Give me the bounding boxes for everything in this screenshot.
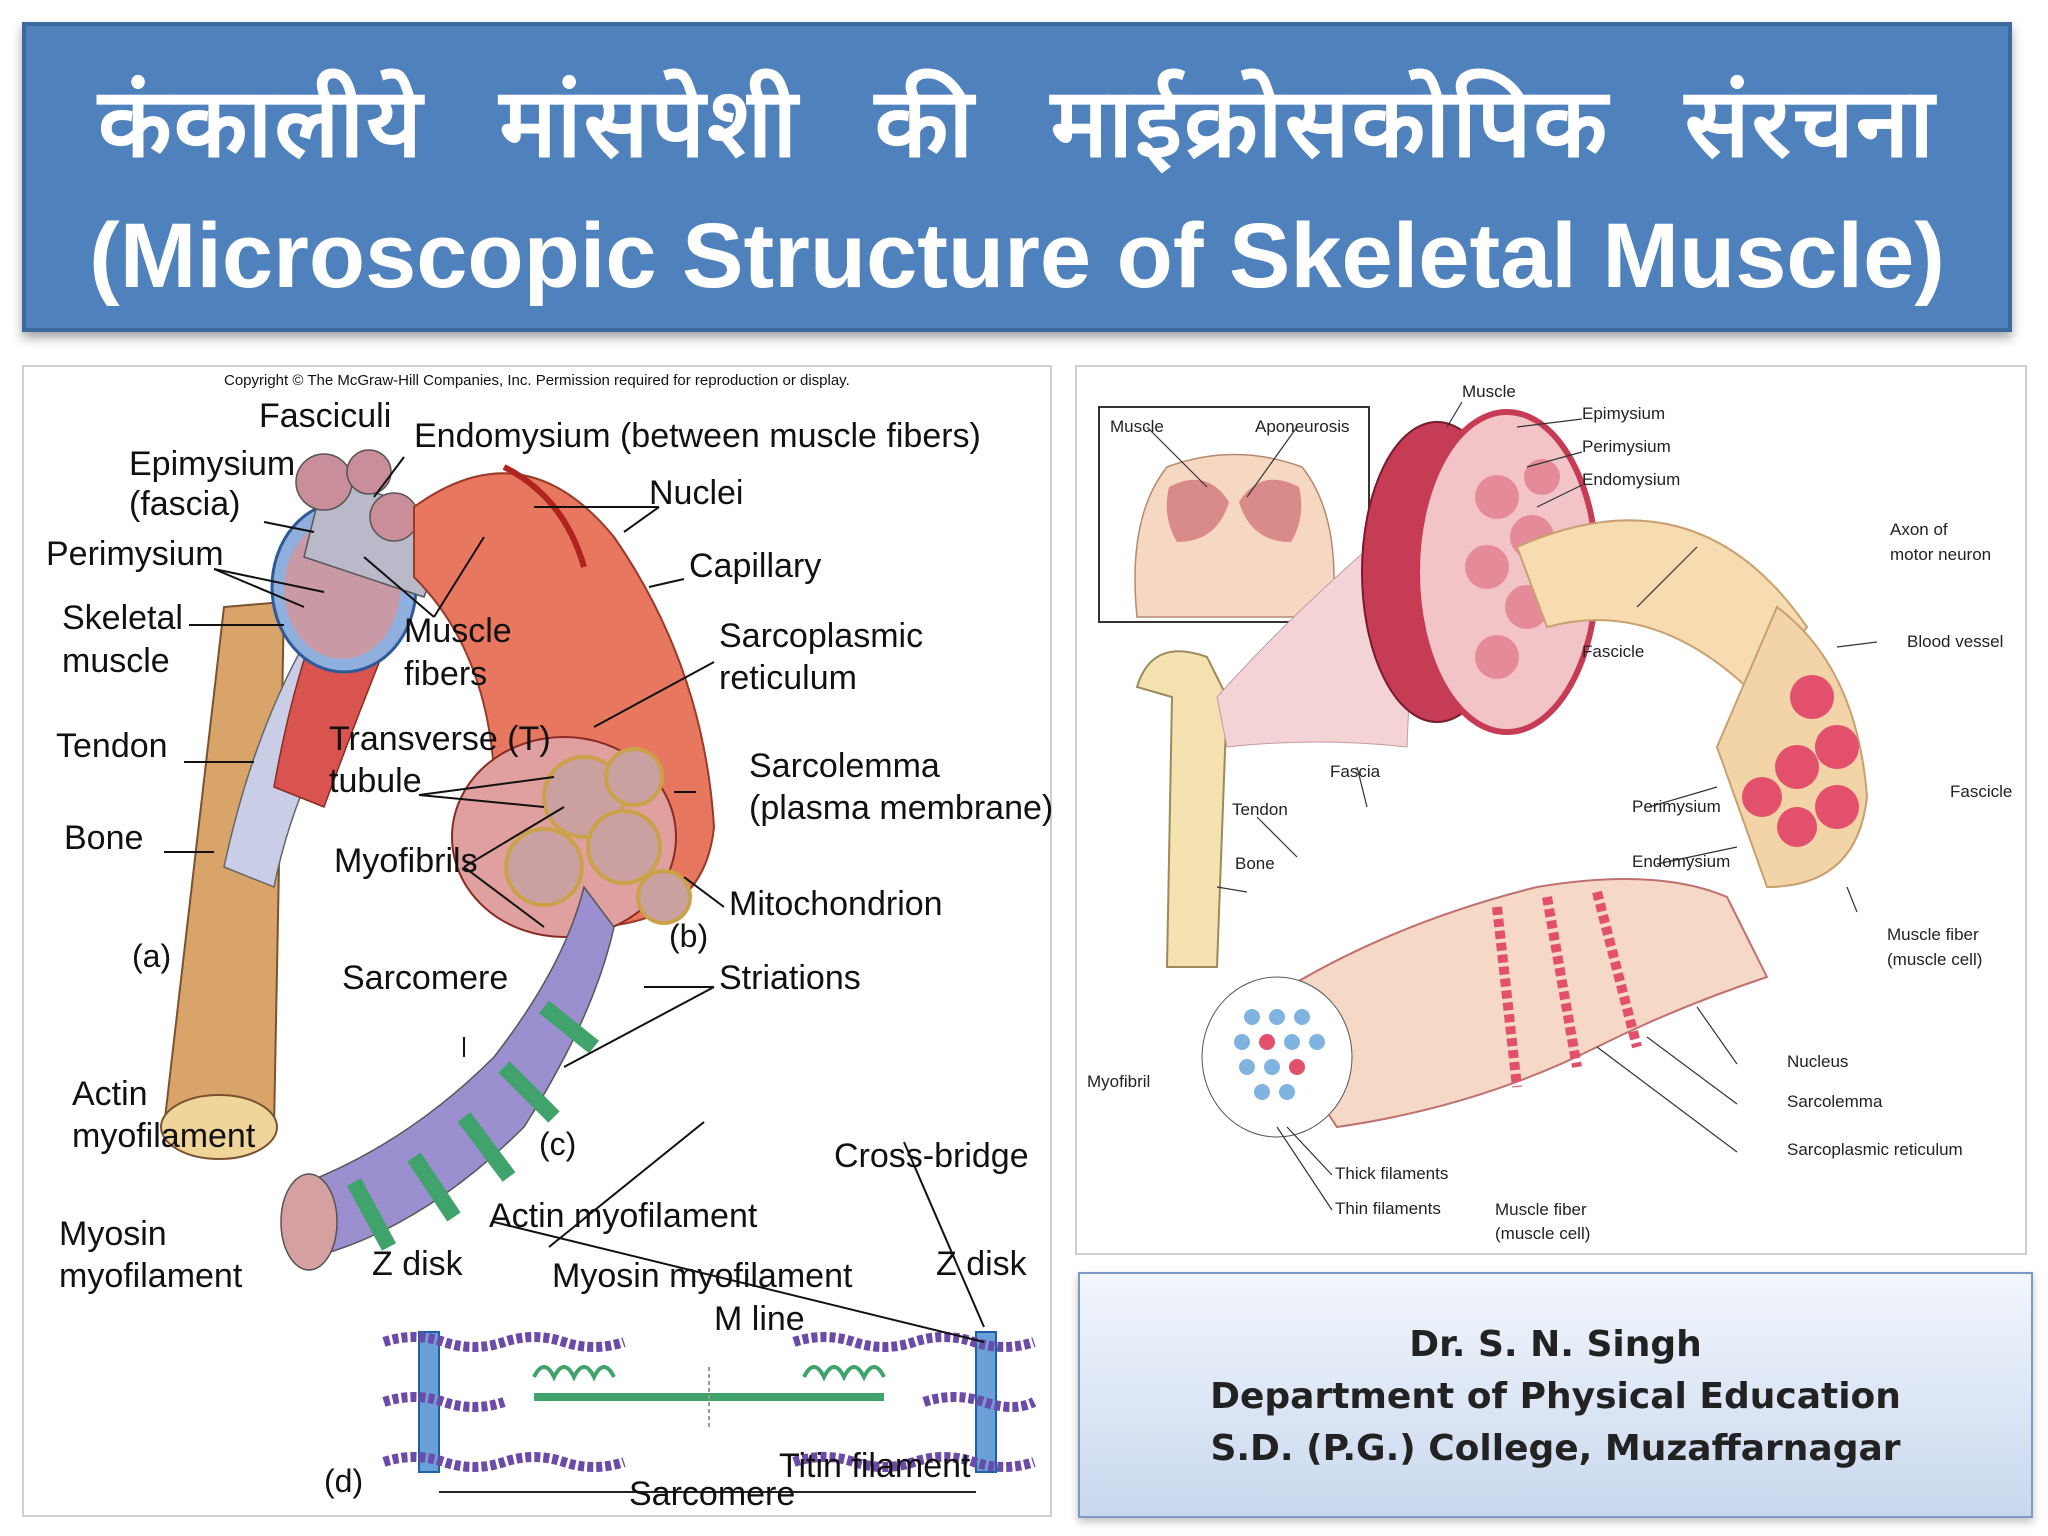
label-thick-filaments: Thick filaments: [1335, 1164, 1448, 1183]
label-fasciculi: Fasciculi: [259, 397, 391, 435]
muscle-cross-section: [1361, 409, 1600, 735]
label-b: (b): [669, 918, 708, 954]
label-myofibrils: Myofibrils: [334, 842, 478, 880]
label-nucleus: Nucleus: [1787, 1052, 1848, 1071]
muscle-fiber-illustration: [1201, 878, 1769, 1138]
myofibril-illustration: [280, 885, 615, 1271]
sarcomere-illustration: [382, 1331, 1037, 1493]
label-leader-lines: [164, 456, 985, 1343]
title-banner: कंकालीये मांसपेशी की माईक्रोसकोपिक संरचन…: [22, 22, 2012, 332]
label-myosin-myofilament: myofilament: [59, 1257, 243, 1295]
label-muscle: muscle: [62, 642, 170, 680]
label-tubule: tubule: [329, 762, 422, 800]
label-perimysium: Perimysium: [46, 535, 224, 573]
muscle-organization-diagram: Muscle Aponeurosis Muscle Epimysium Peri…: [1087, 382, 2012, 1243]
label-a: (a): [132, 938, 171, 974]
label-muscle: Muscle: [1462, 382, 1516, 401]
torso-inset: [1098, 406, 1370, 623]
author-name: Dr. S. N. Singh: [1409, 1324, 1702, 1365]
right-diagram-panel: Muscle Aponeurosis Muscle Epimysium Peri…: [1075, 365, 2027, 1255]
label-sarcolemma: Sarcolemma: [749, 747, 940, 785]
label-muscle-cell-bottom: (muscle cell): [1495, 1224, 1590, 1243]
label-sarcomere: Sarcomere: [342, 959, 508, 997]
label-c: (c): [539, 1126, 576, 1162]
label-tendon: Tendon: [56, 727, 168, 765]
label-myofibril: Myofibril: [1087, 1072, 1150, 1091]
label-sarcolemma: Sarcolemma: [1787, 1092, 1883, 1111]
copyright-note: Copyright © The McGraw-Hill Companies, I…: [224, 372, 850, 389]
fascicle-illustration: [1515, 519, 1869, 889]
label-capillary: Capillary: [689, 547, 821, 585]
label-m-line: M line: [714, 1300, 805, 1338]
label-z-disk-left: Z disk: [372, 1245, 464, 1283]
label-endomysium-lower: Endomysium: [1632, 852, 1730, 871]
label-epimysium: Epimysium: [1582, 404, 1665, 423]
label-myosin: Myosin: [59, 1215, 167, 1253]
label-d: (d): [324, 1463, 363, 1499]
left-diagram-panel: Copyright © The McGraw-Hill Companies, I…: [22, 365, 1053, 1517]
label-muscle-fiber-bottom: Muscle fiber: [1495, 1200, 1587, 1219]
label-skeletal: Skeletal: [62, 599, 183, 637]
label-z-disk-right: Z disk: [936, 1245, 1028, 1283]
label-sarcomere-d: Sarcomere: [629, 1475, 795, 1513]
title-english: (Microscopic Structure of Skeletal Muscl…: [89, 205, 1945, 307]
label-endomysium: Endomysium: [1582, 470, 1680, 489]
label-fascicle-right: Fascicle: [1950, 782, 2012, 801]
title-hindi: कंकालीये मांसपेशी की माईक्रोसकोपिक संरचन…: [98, 67, 1936, 179]
label-thin-filaments: Thin filaments: [1335, 1199, 1441, 1218]
label-myosin-myofilament-d: Myosin myofilament: [552, 1257, 853, 1295]
label-actin-myofilament: myofilament: [72, 1117, 256, 1155]
label-aponeurosis: Aponeurosis: [1255, 417, 1350, 436]
label-muscle-inset: Muscle: [1110, 417, 1164, 436]
label-fascia: (fascia): [129, 485, 240, 523]
label-striations: Striations: [719, 959, 861, 997]
label-mitochondrion: Mitochondrion: [729, 885, 943, 923]
label-nuclei: Nuclei: [649, 474, 743, 512]
label-tendon: Tendon: [1232, 800, 1288, 819]
label-muscle-fiber-right: Muscle fiber: [1887, 925, 1979, 944]
label-sarcoplasmic-reticulum: Sarcoplasmic reticulum: [1787, 1140, 1963, 1159]
label-plasma-membrane: (plasma membrane): [749, 789, 1053, 827]
label-actin: Actin: [72, 1075, 148, 1113]
label-transverse: Transverse (T): [329, 720, 551, 758]
label-epimysium: Epimysium: [129, 445, 295, 483]
college-name: S.D. (P.G.) College, Muzaffarnagar: [1210, 1428, 1901, 1469]
label-titin-filament: Titin filament: [779, 1447, 971, 1485]
label-actin-myofilament-d: Actin myofilament: [489, 1197, 758, 1235]
label-sarcoplasmic: Sarcoplasmic: [719, 617, 923, 655]
label-cross-bridge: Cross-bridge: [834, 1137, 1029, 1175]
myofibril-cross-section: [1234, 1009, 1325, 1100]
label-blood-vessel: Blood vessel: [1907, 632, 2003, 651]
label-perimysium: Perimysium: [1582, 437, 1671, 456]
label-reticulum: reticulum: [719, 659, 857, 697]
label-fascicle-top: Fascicle: [1582, 642, 1644, 661]
label-bone: Bone: [1235, 854, 1275, 873]
skeletal-muscle-hierarchy-diagram: Copyright © The McGraw-Hill Companies, I…: [46, 372, 1053, 1513]
label-endomysium: Endomysium (between muscle fibers): [414, 417, 981, 455]
label-axon: Axon of: [1890, 520, 1948, 539]
label-muscle-fibers-1: Muscle: [404, 612, 512, 650]
label-leader-lines: [1146, 401, 1878, 1211]
label-muscle-cell-right: (muscle cell): [1887, 950, 1982, 969]
label-motor-neuron: motor neuron: [1890, 545, 1991, 564]
label-bone: Bone: [64, 819, 143, 857]
label-muscle-fibers-2: fibers: [404, 655, 487, 693]
author-credit-box: Dr. S. N. Singh Department of Physical E…: [1078, 1272, 2033, 1518]
muscle-fiber-illustration: [413, 464, 716, 938]
department-name: Department of Physical Education: [1210, 1376, 1901, 1417]
label-perimysium-lower: Perimysium: [1632, 797, 1721, 816]
label-fascia: Fascia: [1330, 762, 1381, 781]
